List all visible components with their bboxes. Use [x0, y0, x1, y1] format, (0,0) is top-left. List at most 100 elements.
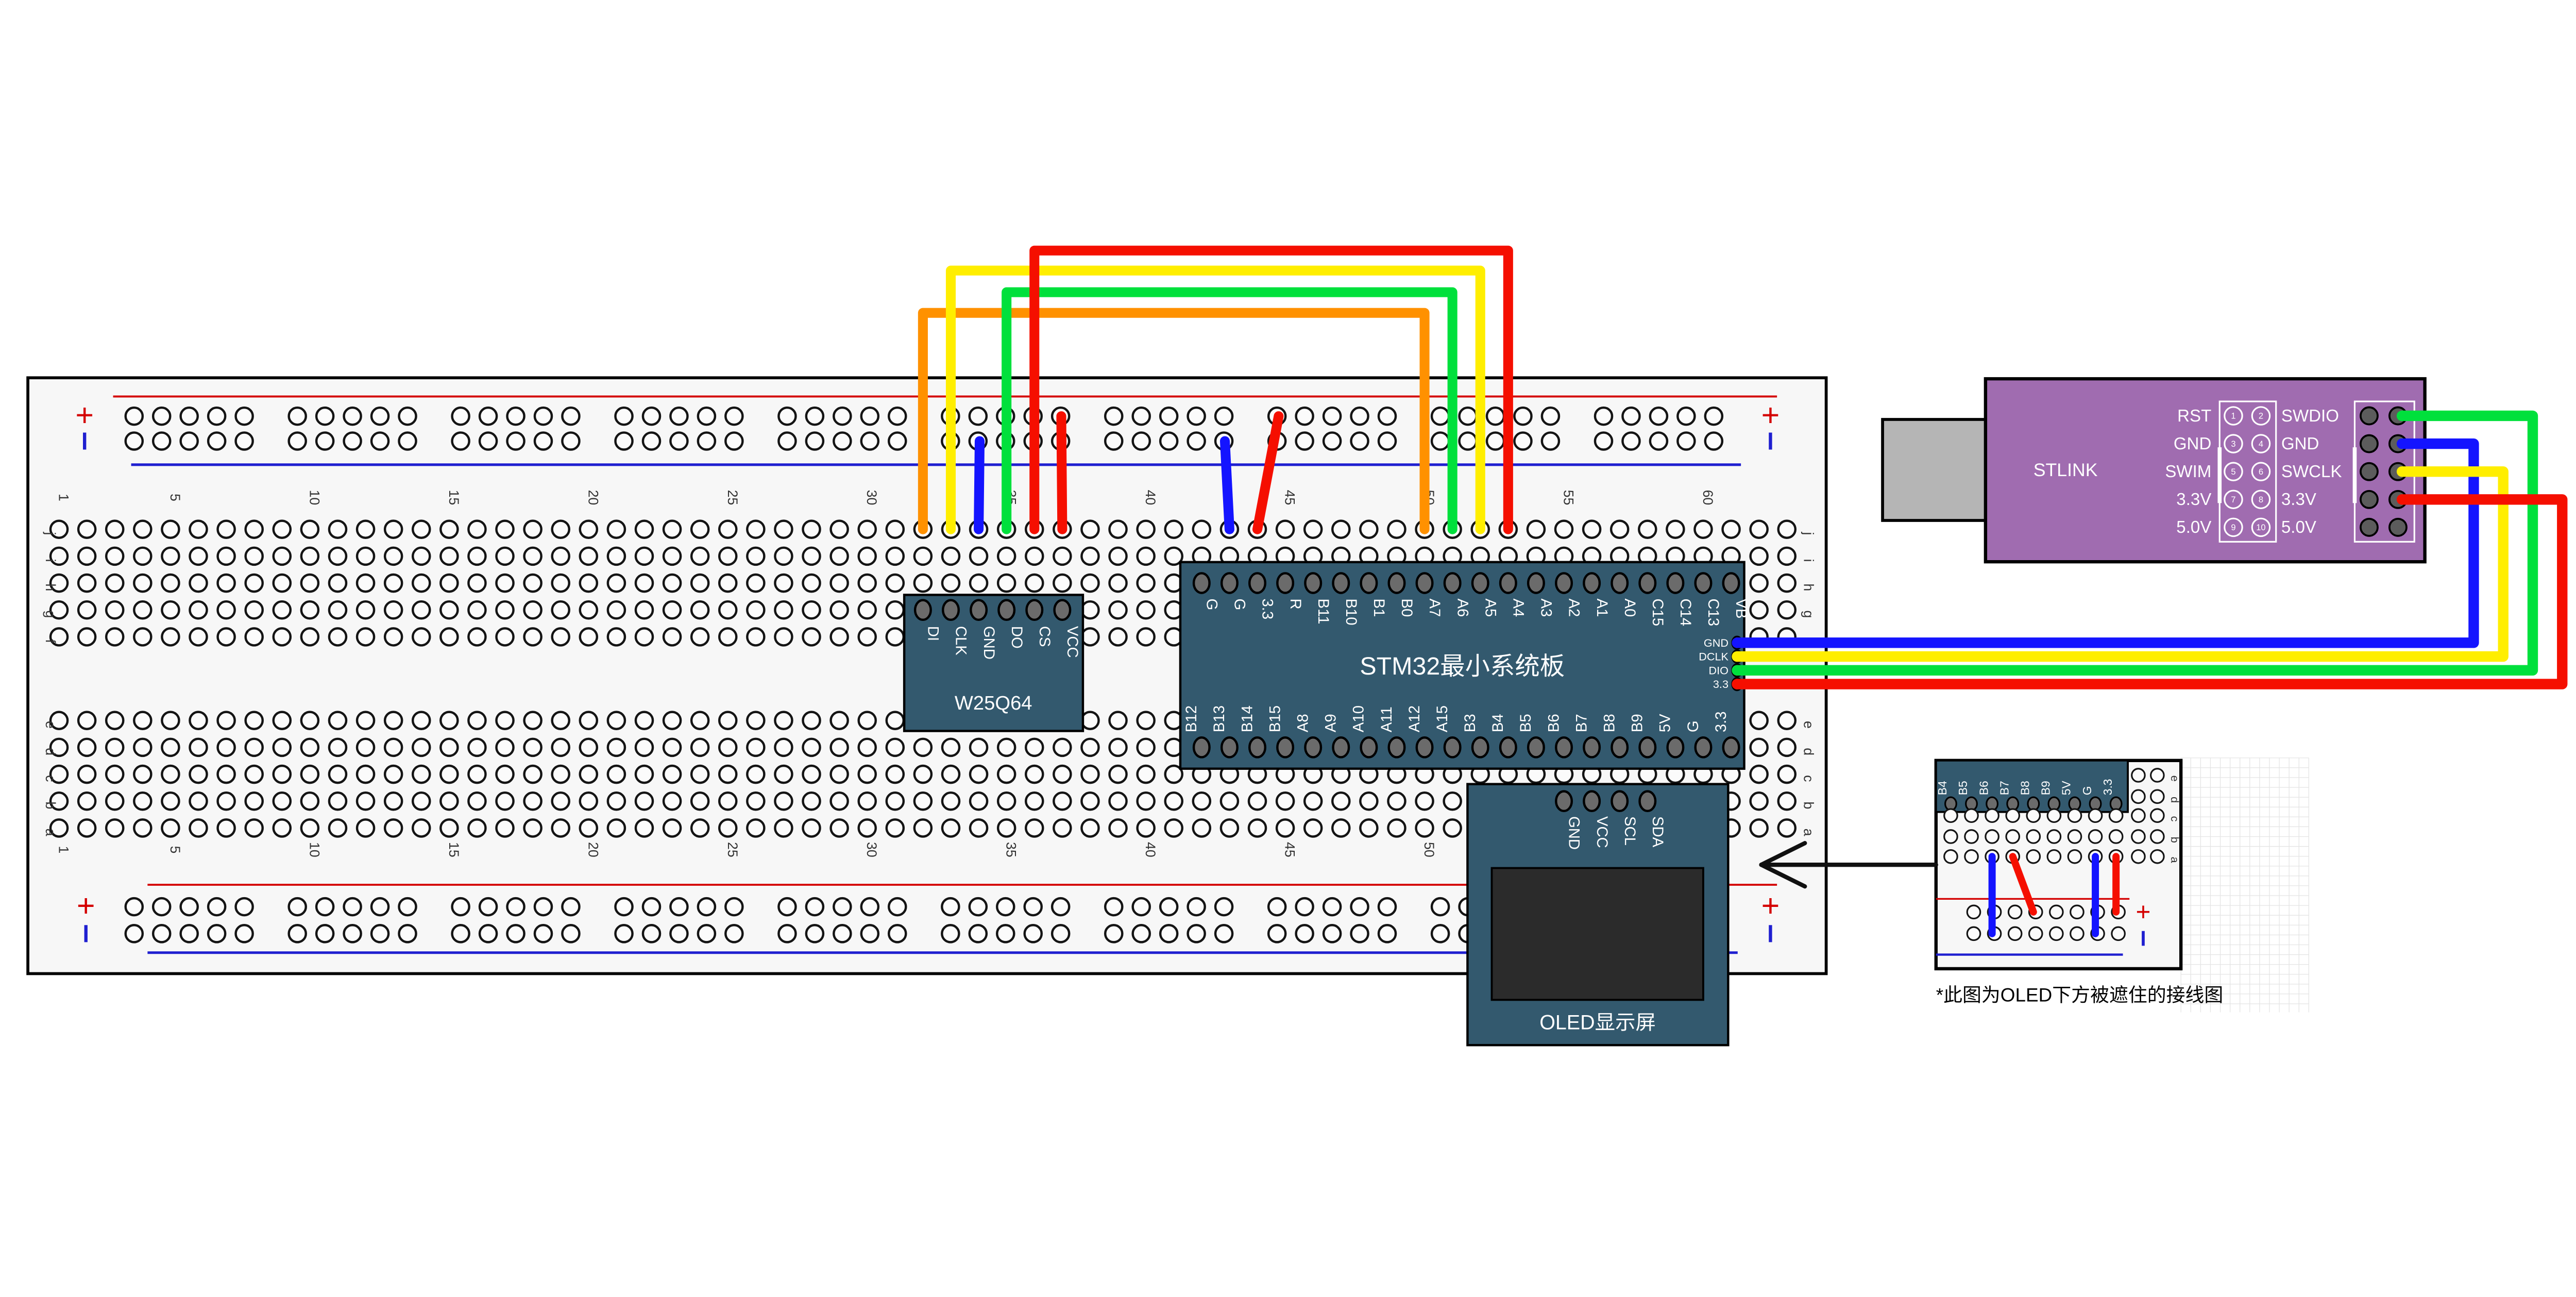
breadboard-hole: [885, 627, 905, 647]
breadboard-hole: [1136, 791, 1156, 811]
breadboard-hole: [383, 573, 403, 593]
breadboard-hole: [1303, 519, 1323, 539]
breadboard-hole: [467, 818, 487, 838]
breadboard-hole: [1777, 546, 1797, 566]
breadboard-hole: [885, 546, 905, 566]
stm32-top-pin-label: B11: [1315, 598, 1331, 624]
breadboard-hole: [634, 791, 654, 811]
power-rail-hole: [451, 406, 470, 426]
breadboard-hole: [1275, 818, 1295, 838]
power-rail-hole: [777, 406, 797, 426]
breadboard-hole: [1275, 519, 1295, 539]
breadboard-hole: [969, 546, 989, 566]
breadboard-hole: [189, 737, 208, 757]
power-rail-hole: [287, 431, 307, 451]
inset-hole: [1943, 849, 1958, 864]
inset-slab-pin-label: B4: [1936, 781, 1949, 795]
power-rail-hole: [860, 924, 880, 944]
power-rail-hole: [370, 924, 390, 944]
breadboard-hole: [579, 600, 599, 620]
inset-wire-red-oledvcc: [2009, 853, 2037, 916]
power-rail-hole: [506, 431, 526, 451]
breadboard-hole: [495, 711, 515, 730]
breadboard-hole: [1777, 818, 1797, 838]
stlink-header-hole: [2359, 490, 2379, 509]
breadboard-hole: [1080, 737, 1100, 757]
power-rail-hole: [151, 406, 172, 426]
breadboard-hole: [1136, 546, 1156, 566]
breadboard-hole: [467, 600, 487, 620]
power-rail-hole: [151, 897, 172, 917]
breadboard-hole: [746, 573, 766, 593]
stlink-pin-number: 1: [2231, 411, 2235, 421]
stm32-bottom-pin-B13: [1220, 736, 1239, 759]
breadboard-hole: [133, 764, 152, 784]
stm32-bottom-pin-label: B13: [1211, 705, 1228, 732]
breadboard-hole: [802, 737, 821, 757]
power-rail-hole: [179, 431, 199, 451]
breadboard-hole: [969, 737, 989, 757]
row-label-right: a: [1801, 829, 1816, 836]
stm32-top-pin-label: C15: [1649, 598, 1666, 626]
power-rail-hole: [533, 897, 553, 917]
breadboard-hole: [857, 711, 877, 730]
breadboard-hole: [857, 546, 877, 566]
breadboard-hole: [857, 627, 877, 647]
breadboard-hole: [161, 711, 180, 730]
inset-row-label: a: [2168, 857, 2181, 864]
wire-blue-gnd-to-stlink: [1732, 438, 2479, 648]
breadboard-hole: [439, 711, 459, 730]
stlink-header-hole: [2359, 462, 2379, 481]
breadboard-hole: [579, 627, 599, 647]
inset-rail-hole: [2007, 904, 2023, 920]
breadboard-hole: [189, 573, 208, 593]
breadboard-hole: [77, 600, 97, 620]
stlink-right-label: GND: [2281, 434, 2319, 453]
breadboard-hole: [1080, 711, 1100, 730]
w25q64-pin-label: DO: [1008, 626, 1025, 649]
breadboard-hole: [718, 764, 738, 784]
breadboard-hole: [244, 519, 264, 539]
stm32-right-pin-label: DIO: [1709, 664, 1728, 677]
breadboard-hole: [1108, 519, 1128, 539]
breadboard-hole: [913, 546, 933, 566]
power-rail-hole: [860, 897, 880, 917]
stlink-left-label: GND: [2174, 434, 2212, 453]
power-rail-hole: [179, 406, 199, 426]
breadboard-hole: [606, 546, 626, 566]
power-rail-hole: [234, 431, 254, 451]
breadboard-hole: [802, 546, 821, 566]
breadboard-hole: [690, 600, 710, 620]
breadboard-hole: [77, 573, 97, 593]
inset-hole: [2067, 829, 2082, 844]
breadboard-hole: [579, 818, 599, 838]
stlink-usb-plug: [1881, 418, 1991, 522]
stm32-bottom-pin-label: B6: [1546, 714, 1562, 732]
breadboard-hole: [105, 546, 125, 566]
stm32-top-pin-C15: [1638, 572, 1657, 594]
power-rail-hole: [1430, 924, 1450, 944]
breadboard-hole: [77, 546, 97, 566]
stm32-top-pin-label: A2: [1566, 598, 1582, 617]
breadboard-hole: [300, 546, 320, 566]
stm32-top-pin-R: [1276, 572, 1295, 594]
breadboard-hole: [802, 711, 821, 730]
breadboard-hole: [189, 711, 208, 730]
stlink-header-notch: [2352, 447, 2357, 503]
row-label-left: f: [43, 639, 58, 643]
breadboard-hole: [1053, 546, 1072, 566]
breadboard-hole: [802, 600, 821, 620]
stm32-title: STM32最小系统板: [1360, 652, 1565, 680]
breadboard-hole: [606, 627, 626, 647]
column-number-top: 10: [307, 490, 322, 506]
power-rail-hole: [614, 897, 634, 917]
stm32-top-pin-G: [1220, 572, 1239, 594]
stlink-left-label: RST: [2177, 407, 2211, 426]
inset-hole: [2131, 768, 2146, 783]
breadboard-hole: [383, 711, 403, 730]
breadboard-hole: [746, 818, 766, 838]
power-rail-hole: [833, 431, 852, 451]
breadboard-hole: [300, 818, 320, 838]
breadboard-hole: [1108, 711, 1128, 730]
breadboard-hole: [1749, 711, 1769, 730]
